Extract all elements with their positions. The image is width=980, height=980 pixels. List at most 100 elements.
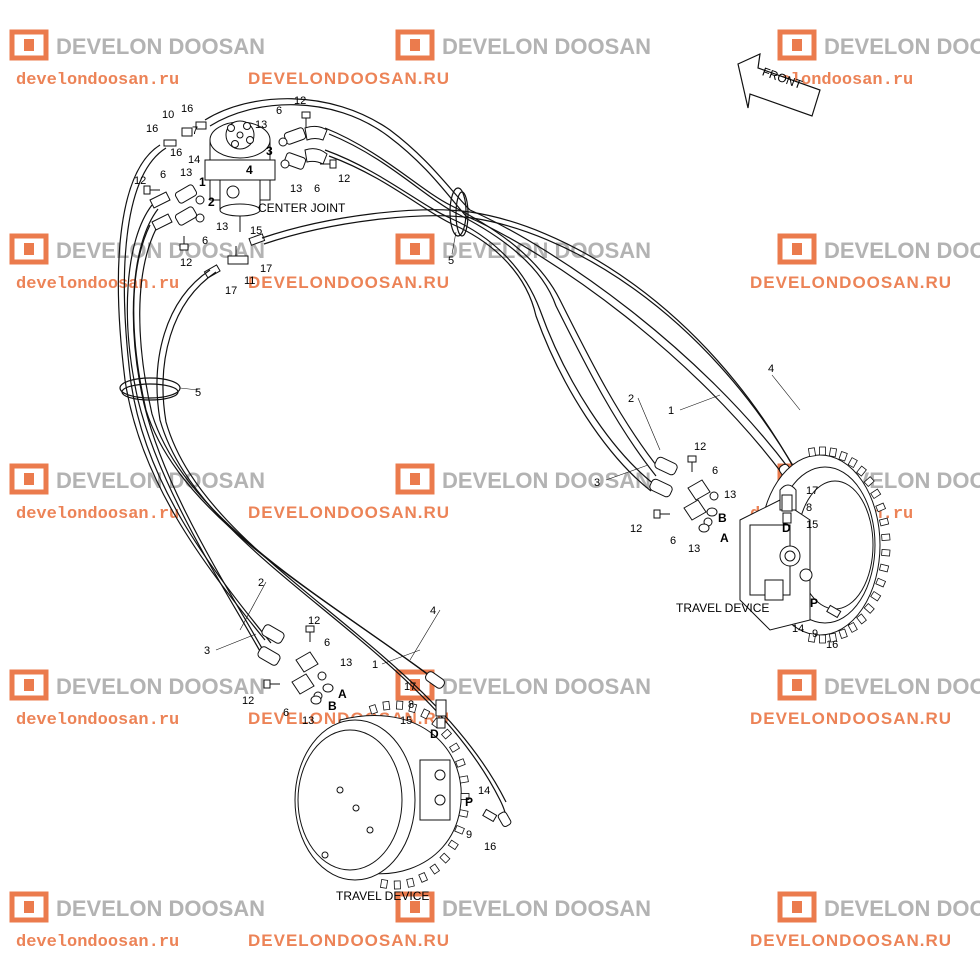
- callout-12: 12: [294, 95, 306, 107]
- travel-device-left-label: TRAVEL DEVICE: [336, 889, 429, 903]
- watermark-logo: [777, 891, 817, 923]
- callout-2: 2: [258, 577, 264, 589]
- watermark-brand: DEVELON DOOSAN: [442, 468, 651, 493]
- watermark-brand: DEVELON DOOSAN: [824, 896, 980, 921]
- callout-4: 4: [246, 163, 253, 177]
- watermark-logo: [9, 29, 49, 61]
- watermark-brand: DEVELON DOOSAN: [824, 34, 980, 59]
- sprocket-tooth: [459, 775, 469, 784]
- watermark-url: DEVELONDOOSAN.RU: [248, 931, 450, 950]
- sprocket-tooth: [878, 517, 890, 527]
- port-b-right: B: [718, 511, 727, 525]
- flanges-left: [263, 625, 327, 701]
- watermark-brand: DEVELON DOOSAN: [56, 674, 265, 699]
- sprocket-tooth: [878, 563, 890, 573]
- callout-4: 4: [430, 605, 436, 617]
- sprocket-tooth: [439, 852, 451, 864]
- callout-17: 17: [260, 263, 272, 275]
- sprocket-tooth: [807, 632, 817, 643]
- center-joint-label: CENTER JOINT: [258, 201, 346, 215]
- callout-12: 12: [308, 615, 320, 627]
- watermark-logo: [395, 891, 435, 923]
- watermark-url: develondoosan.ru: [16, 933, 179, 952]
- callout-13: 13: [216, 221, 228, 233]
- callout-4: 4: [768, 363, 774, 375]
- watermark-url: DEVELONDOOSAN.RU: [750, 709, 952, 728]
- callout-16: 16: [484, 841, 496, 853]
- watermark-url: DEVELONDOOSAN.RU: [750, 273, 952, 292]
- sprocket-tooth: [458, 809, 469, 818]
- callout-13: 13: [290, 183, 302, 195]
- sprocket-teeth-left: [368, 700, 470, 890]
- callout-3: 3: [204, 645, 210, 657]
- sprocket-tooth: [838, 450, 848, 462]
- callout-6: 6: [160, 169, 166, 181]
- callout-10: 10: [162, 109, 174, 121]
- watermark-url: develondoosan.ru: [16, 711, 179, 730]
- watermark-url: DEVELONDOOSAN.RU: [248, 503, 450, 522]
- watermark-logo: [395, 233, 435, 265]
- callout-6: 6: [283, 707, 289, 719]
- travel-device-left: [294, 715, 462, 881]
- sprocket-tooth: [856, 465, 867, 477]
- callout-12: 12: [242, 695, 254, 707]
- callout-2: 2: [208, 195, 215, 209]
- callout-16: 16: [146, 123, 158, 135]
- sprocket-tooth: [828, 447, 838, 458]
- front-arrow: FRONT: [737, 53, 821, 117]
- callout-15: 15: [806, 519, 818, 531]
- center-joint: [204, 120, 276, 232]
- hose-clamp-left: [119, 377, 181, 401]
- callout-3: 3: [594, 477, 600, 489]
- callout-9: 9: [812, 628, 818, 640]
- sprocket-teeth-right: [807, 446, 891, 644]
- callout-1: 1: [668, 405, 674, 417]
- sprocket-tooth: [863, 602, 875, 614]
- sprocket-tooth: [847, 621, 858, 633]
- watermark-logo: [777, 29, 817, 61]
- callout-13: 13: [688, 543, 700, 555]
- sprocket-tooth: [380, 879, 389, 889]
- sprocket-tooth: [875, 502, 887, 513]
- hose-clamp-top: [449, 187, 469, 237]
- sprocket-tooth: [455, 758, 466, 768]
- watermark-logo: [9, 669, 49, 701]
- watermark-brand: DEVELON DOOSAN: [442, 896, 651, 921]
- port-d-left: D: [430, 727, 439, 741]
- watermark-url: develondoosan.ru: [16, 71, 179, 90]
- leader-lines: [179, 231, 801, 665]
- watermark-url: DEVELONDOOSAN.RU: [248, 69, 450, 88]
- sprocket-tooth: [838, 628, 848, 640]
- callout-15: 15: [400, 715, 412, 727]
- sprocket-tooth: [454, 824, 465, 835]
- sprocket-tooth: [418, 872, 428, 883]
- watermark-url: develondoosan.ru: [16, 275, 179, 294]
- sprocket-tooth: [828, 632, 838, 643]
- callout-16: 16: [826, 639, 838, 651]
- sprocket-tooth: [382, 700, 391, 711]
- callout-12: 12: [180, 257, 192, 269]
- callout-6: 6: [324, 637, 330, 649]
- callout-7: 7: [192, 125, 198, 137]
- watermark-url: DEVELONDOOSAN.RU: [248, 273, 450, 292]
- callout-5: 5: [195, 387, 201, 399]
- port-p-left: P: [465, 795, 473, 809]
- watermark-logo: [395, 29, 435, 61]
- sprocket-tooth: [870, 590, 882, 602]
- sprocket-tooth: [856, 613, 867, 625]
- callout-11: 11: [244, 275, 255, 287]
- center-joint-fittings: [149, 121, 328, 279]
- callout-5: 5: [448, 255, 454, 267]
- callout-13: 13: [724, 489, 736, 501]
- watermark-url: DEVELONDOOSAN.RU: [750, 931, 952, 950]
- sprocket-tooth: [847, 457, 858, 469]
- sprocket-tooth: [881, 533, 891, 542]
- callout-6: 6: [276, 105, 282, 117]
- callout-13: 13: [255, 119, 267, 131]
- callout-12: 12: [134, 175, 146, 187]
- sprocket-tooth: [408, 702, 418, 714]
- sprocket-tooth: [819, 446, 826, 456]
- callout-6: 6: [314, 183, 320, 195]
